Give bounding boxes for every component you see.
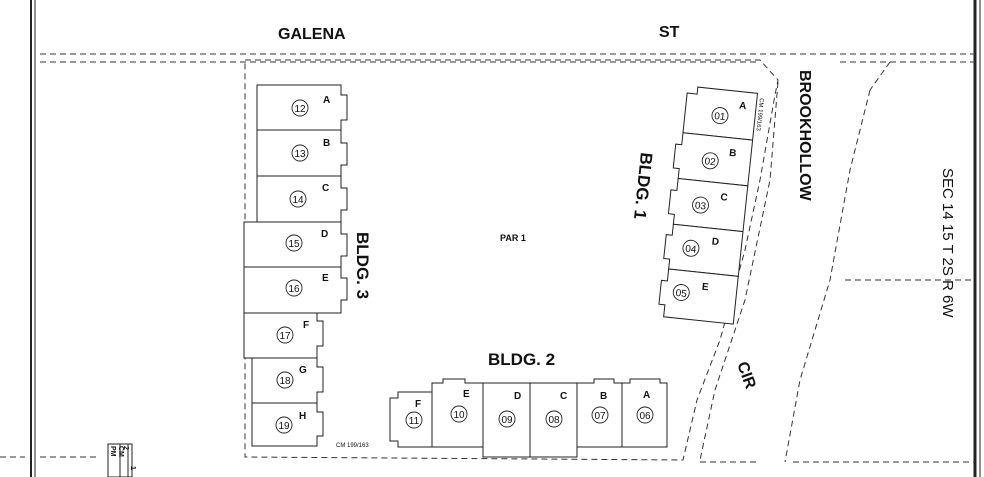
- unit-lot[interactable]: 08 C: [529, 382, 578, 458]
- svg-text:10: 10: [453, 410, 465, 421]
- brookhollow-cir-lines: [699, 81, 871, 463]
- svg-text:04: 04: [685, 244, 698, 256]
- unit-lot[interactable]: 18 G: [251, 357, 324, 404]
- svg-text:G: G: [299, 365, 307, 376]
- brookhollow-label: BROOKHOLLOW: [796, 70, 813, 202]
- unit-lot[interactable]: 02 B: [672, 132, 754, 187]
- unit-lot[interactable]: 13 B: [256, 129, 348, 177]
- unit-lot[interactable]: 07 B: [576, 378, 623, 448]
- svg-text:A: A: [643, 390, 650, 401]
- svg-text:16: 16: [288, 284, 300, 295]
- svg-text:15: 15: [288, 239, 300, 250]
- legend-cm-value: 1: [129, 466, 136, 470]
- building-2: 11 F 10 E 09 D 08 C 07 B: [389, 350, 668, 458]
- building-3: 12 A 13 B 14 C 15 D 16 E: [243, 84, 372, 449]
- svg-text:F: F: [303, 320, 309, 331]
- unit-lot[interactable]: 11 F: [389, 391, 433, 448]
- svg-text:18: 18: [279, 376, 291, 387]
- svg-text:07: 07: [594, 411, 606, 422]
- building-3-label: BLDG. 3: [353, 232, 372, 299]
- svg-text:D: D: [514, 391, 521, 402]
- legend-pm-value: 2: [122, 446, 129, 450]
- unit-lot[interactable]: 01 A: [682, 86, 759, 141]
- building-1-map-ref: CM 199/163: [755, 98, 764, 132]
- unit-lot[interactable]: 09 D: [482, 382, 531, 458]
- svg-text:E: E: [322, 273, 329, 284]
- svg-text:D: D: [321, 229, 328, 240]
- svg-text:06: 06: [639, 411, 651, 422]
- st-label: ST: [659, 24, 680, 41]
- unit-lot[interactable]: 04 D: [663, 223, 744, 277]
- svg-text:B: B: [323, 138, 330, 149]
- building-2-label: BLDG. 2: [488, 350, 555, 369]
- unit-lot[interactable]: 10 E: [431, 378, 484, 448]
- svg-text:E: E: [701, 282, 709, 294]
- svg-text:14: 14: [292, 195, 304, 206]
- svg-text:08: 08: [548, 415, 560, 426]
- svg-text:02: 02: [704, 156, 717, 168]
- svg-text:09: 09: [501, 415, 513, 426]
- svg-text:C: C: [322, 183, 329, 194]
- svg-text:01: 01: [714, 111, 727, 123]
- legend-box: PM CM 2 1: [107, 443, 136, 477]
- svg-text:12: 12: [294, 104, 306, 115]
- svg-text:05: 05: [675, 288, 688, 300]
- svg-text:D: D: [711, 236, 719, 248]
- parcel-label: PAR 1: [500, 233, 526, 243]
- building-3-map-ref: CM 199/163: [336, 443, 369, 449]
- building-1: 01 A 02 B 03 C 04 D 05 E: [658, 86, 759, 325]
- svg-text:C: C: [560, 391, 567, 402]
- unit-lot[interactable]: 03 C: [667, 177, 749, 233]
- legend-cm: CM: [117, 446, 124, 457]
- unit-lot[interactable]: 16 E: [243, 266, 348, 314]
- building-1-label: BLDG. 1: [630, 152, 656, 221]
- unit-lot[interactable]: 15 D: [243, 221, 348, 268]
- svg-text:19: 19: [278, 421, 290, 432]
- svg-text:B: B: [729, 148, 737, 160]
- legend-pm: PM: [109, 446, 116, 457]
- unit-lot[interactable]: 12 A: [256, 84, 348, 131]
- street-lines: [0, 53, 975, 463]
- svg-text:A: A: [323, 95, 330, 106]
- svg-text:03: 03: [694, 200, 707, 212]
- svg-text:11: 11: [409, 416, 420, 427]
- svg-text:E: E: [463, 389, 470, 400]
- unit-lot[interactable]: 05 E: [658, 268, 739, 325]
- sheet-frame: [30, 0, 981, 477]
- svg-text:H: H: [299, 411, 306, 422]
- svg-text:A: A: [739, 101, 747, 113]
- svg-text:C: C: [720, 192, 728, 204]
- cir-label: CIR: [733, 360, 759, 392]
- svg-text:F: F: [415, 399, 421, 410]
- unit-lot[interactable]: 19 H: [251, 402, 324, 447]
- galena-label: GALENA: [278, 26, 346, 43]
- unit-lot[interactable]: 17 F: [243, 312, 324, 359]
- unit-lot[interactable]: 14 C: [256, 175, 348, 223]
- parcel-boundary: [244, 59, 779, 461]
- svg-text:17: 17: [279, 331, 291, 342]
- unit-lot[interactable]: 06 A: [621, 378, 668, 448]
- svg-text:B: B: [600, 391, 607, 402]
- svg-text:13: 13: [294, 149, 306, 160]
- section-label: SEC 14 15 T 2S R 6W: [939, 168, 956, 318]
